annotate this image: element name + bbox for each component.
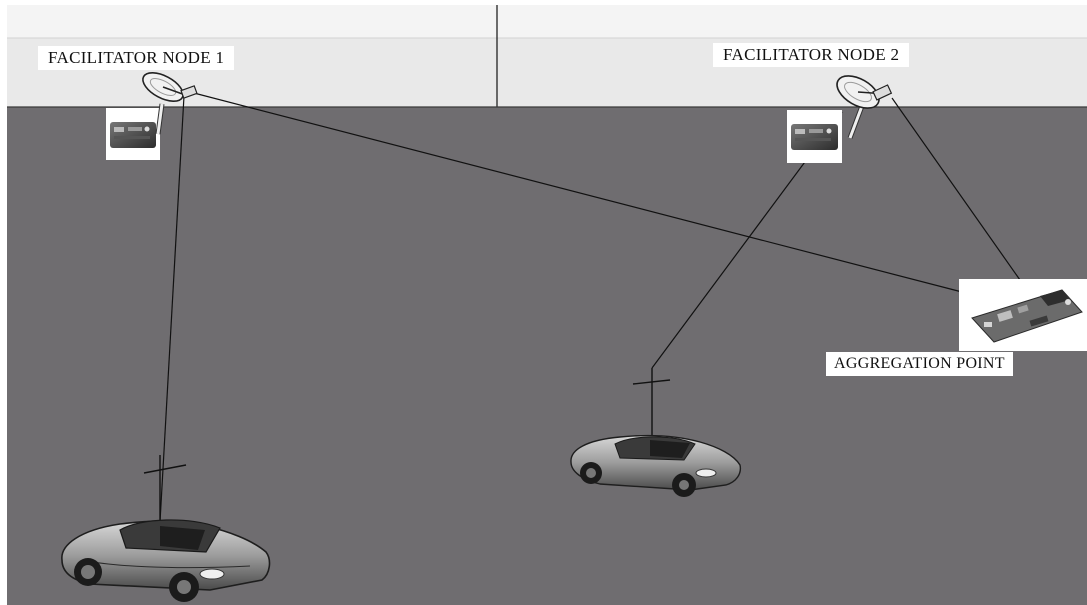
sensor-board-icon	[106, 108, 160, 160]
facilitator-node-1	[106, 72, 198, 160]
antenna-icon	[143, 455, 187, 522]
antenna-icon	[632, 368, 671, 438]
satellite-dish-icon	[142, 72, 198, 135]
link-node2-aggregation	[891, 97, 1021, 281]
facilitator-node-2	[787, 75, 893, 163]
satellite-dish-icon	[836, 75, 893, 139]
vehicle-1	[61, 455, 271, 602]
facilitator-node-1-label: FACILITATOR NODE 1	[38, 46, 235, 70]
vehicle-2	[570, 368, 742, 497]
link-node1-car1	[159, 95, 185, 523]
link-node1-aggregation	[189, 91, 963, 293]
circuit-board-icon	[959, 279, 1087, 351]
facilitator-node-2-label: FACILITATOR NODE 2	[713, 43, 910, 67]
communication-links	[159, 91, 1021, 523]
car-icon	[570, 434, 742, 497]
car-icon	[61, 519, 271, 602]
aggregation-point	[959, 279, 1087, 351]
sensor-board-icon	[787, 110, 842, 163]
aggregation-point-label: AGGREGATION POINT	[826, 352, 1013, 376]
